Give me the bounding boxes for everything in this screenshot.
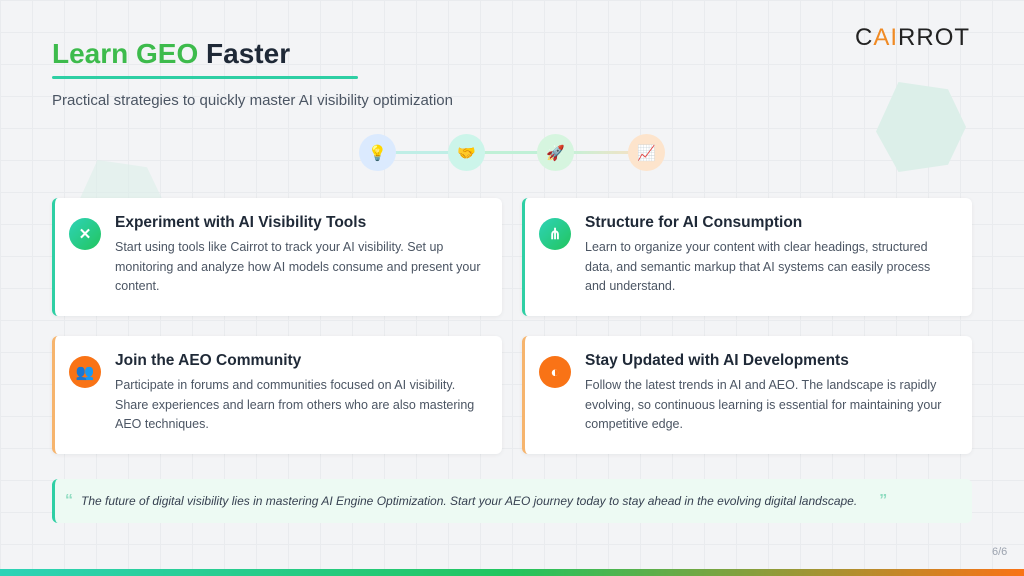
- sitemap-icon: ⋔: [539, 218, 571, 250]
- bottom-gradient-bar: [0, 569, 1024, 576]
- title-underline: [52, 76, 358, 79]
- quote-text: The future of digital visibility lies in…: [81, 494, 858, 508]
- step-connector: [484, 151, 555, 154]
- lightbulb-icon: 💡: [359, 134, 396, 171]
- decorative-hexagon: [876, 82, 966, 172]
- quote-box: “ The future of digital visibility lies …: [52, 479, 972, 523]
- brain-icon: ◐: [539, 356, 571, 388]
- step-connector: [395, 151, 466, 154]
- tools-icon: ✕: [69, 218, 101, 250]
- page-title: Learn GEO Faster: [52, 38, 291, 69]
- quote-close-icon: ”: [879, 492, 888, 509]
- step-connector: [573, 151, 646, 154]
- subtitle: Practical strategies to quickly master A…: [52, 92, 453, 109]
- handshake-icon: 🤝: [448, 134, 485, 171]
- chart-line-icon: 📈: [628, 134, 665, 171]
- rocket-icon: 🚀: [537, 134, 574, 171]
- page-number: 6/6: [992, 546, 1008, 558]
- users-icon: 👥: [69, 356, 101, 388]
- quote-open-icon: “: [65, 492, 73, 509]
- cairrot-logo: CAIRROT: [855, 24, 971, 51]
